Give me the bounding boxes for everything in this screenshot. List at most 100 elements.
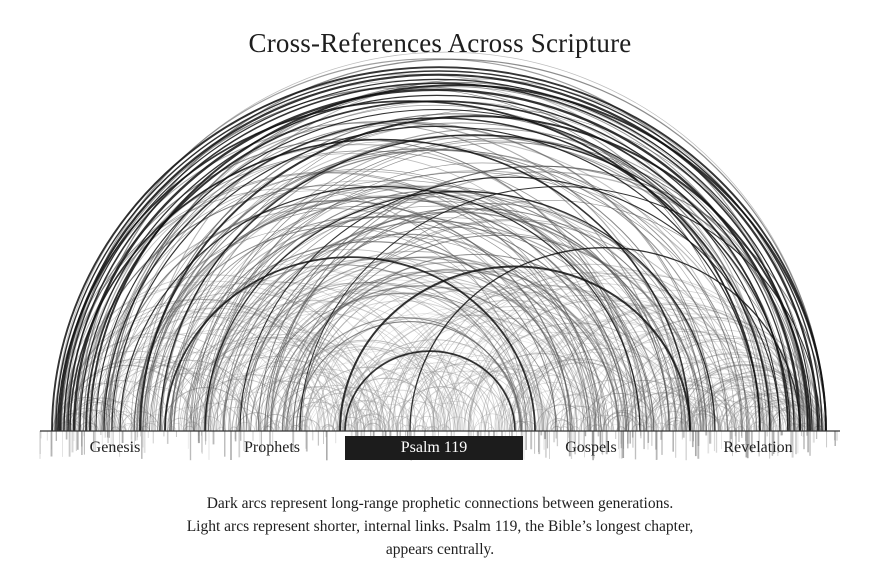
light-arc bbox=[497, 402, 556, 432]
medium-arc bbox=[63, 58, 804, 432]
light-arc bbox=[185, 402, 243, 432]
light-arc bbox=[727, 426, 737, 432]
light-arc bbox=[602, 411, 641, 432]
medium-arc bbox=[292, 220, 728, 432]
light-arc bbox=[602, 409, 646, 432]
dark-arc bbox=[159, 134, 791, 432]
light-arc bbox=[204, 301, 463, 432]
medium-arc bbox=[285, 317, 522, 432]
light-arc bbox=[759, 402, 820, 432]
medium-arc bbox=[138, 78, 817, 432]
medium-arc bbox=[207, 220, 663, 432]
dark-arc bbox=[72, 88, 802, 432]
medium-arc bbox=[156, 264, 521, 432]
medium-arc bbox=[119, 206, 602, 432]
light-arc bbox=[89, 315, 327, 432]
book-label-genesis: Genesis bbox=[89, 439, 141, 456]
light-arc bbox=[216, 426, 227, 432]
light-arc bbox=[342, 339, 527, 432]
medium-arc bbox=[286, 261, 619, 432]
light-arc bbox=[414, 382, 512, 432]
medium-arc bbox=[196, 205, 676, 432]
light-arc bbox=[420, 426, 431, 432]
light-arc bbox=[122, 424, 136, 432]
medium-arc bbox=[242, 226, 655, 432]
light-arc bbox=[254, 371, 379, 432]
light-arc bbox=[332, 400, 395, 432]
light-arc bbox=[392, 284, 686, 432]
dark-arc bbox=[85, 100, 789, 432]
light-arc bbox=[276, 426, 286, 432]
light-arc bbox=[509, 358, 655, 432]
light-arc bbox=[194, 374, 314, 432]
medium-arc bbox=[216, 234, 597, 432]
dark-arc bbox=[409, 247, 801, 432]
book-label-revelation: Revelation bbox=[723, 439, 793, 456]
light-arc bbox=[410, 338, 596, 432]
medium-arc bbox=[143, 185, 648, 432]
dark-arc bbox=[139, 115, 811, 432]
light-arc bbox=[234, 380, 339, 432]
light-arc bbox=[205, 331, 404, 432]
light-arc bbox=[296, 424, 311, 432]
light-arc bbox=[460, 269, 784, 432]
light-arc bbox=[445, 368, 575, 432]
medium-arc bbox=[177, 185, 689, 432]
light-arc bbox=[275, 346, 452, 432]
light-arc bbox=[308, 401, 371, 432]
light-arc bbox=[749, 425, 762, 432]
light-arc bbox=[128, 420, 150, 432]
light-arc bbox=[378, 352, 536, 432]
light-arc bbox=[120, 351, 280, 432]
dark-arc bbox=[299, 186, 821, 432]
medium-arc bbox=[149, 216, 589, 432]
book-axis: Genesis Prophets Psalm 119 Gospels Revel… bbox=[0, 436, 880, 460]
medium-arc bbox=[136, 195, 626, 432]
dark-arc bbox=[339, 265, 691, 432]
light-arc bbox=[497, 319, 721, 432]
medium-arc bbox=[108, 225, 544, 432]
medium-arc bbox=[94, 168, 634, 432]
light-arc bbox=[51, 284, 346, 432]
light-arc bbox=[108, 386, 199, 432]
dark-arc bbox=[55, 70, 823, 432]
caption: Dark arcs represent long-range prophetic… bbox=[90, 492, 790, 561]
light-arc bbox=[412, 415, 443, 432]
light-arc bbox=[610, 405, 662, 432]
dark-arc bbox=[119, 186, 641, 432]
light-arc bbox=[486, 427, 496, 432]
medium-arc bbox=[77, 190, 556, 432]
medium-arc bbox=[283, 218, 743, 432]
medium-arc bbox=[209, 140, 774, 432]
medium-arc bbox=[140, 113, 771, 432]
light-arc bbox=[576, 328, 781, 432]
light-arc bbox=[225, 271, 545, 432]
light-arc bbox=[317, 425, 329, 432]
dark-arc bbox=[239, 176, 781, 432]
light-arc bbox=[97, 332, 295, 432]
light-arc bbox=[566, 347, 739, 432]
light-arc bbox=[388, 291, 667, 432]
light-arc bbox=[364, 354, 517, 432]
light-arc bbox=[354, 413, 390, 432]
light-arc bbox=[412, 397, 480, 432]
light-arc bbox=[282, 348, 447, 432]
light-arc bbox=[538, 394, 613, 432]
dark-arc bbox=[58, 73, 820, 432]
light-arc bbox=[369, 326, 586, 432]
medium-arc bbox=[267, 270, 591, 432]
medium-arc bbox=[205, 162, 760, 432]
light-arc bbox=[68, 397, 136, 432]
caption-line-3: appears centrally. bbox=[385, 541, 495, 558]
light-arc bbox=[384, 415, 415, 432]
light-arc bbox=[264, 293, 540, 432]
medium-arc bbox=[170, 128, 803, 432]
light-arc bbox=[467, 351, 628, 432]
light-arc bbox=[529, 289, 812, 432]
light-arc bbox=[443, 416, 473, 432]
light-arc bbox=[525, 319, 749, 432]
dark-arc bbox=[63, 78, 813, 432]
light-arc bbox=[599, 356, 749, 432]
light-arc bbox=[363, 419, 388, 432]
dark-arc bbox=[69, 138, 691, 432]
